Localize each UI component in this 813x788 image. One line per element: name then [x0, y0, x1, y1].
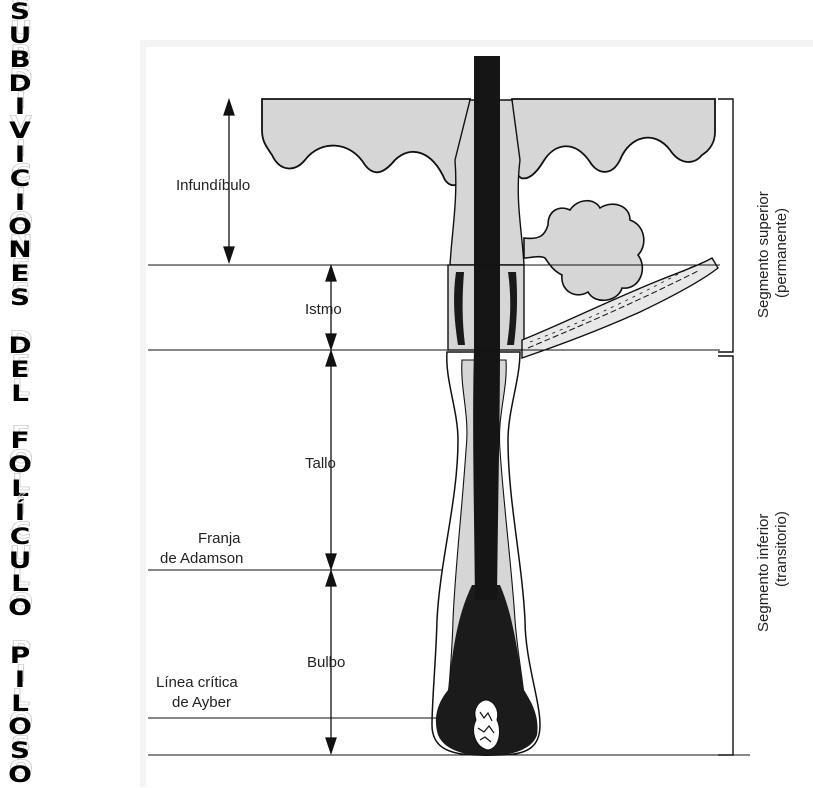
label-franja-line2: de Adamson: [160, 550, 243, 567]
dermal-papilla: [474, 700, 500, 750]
hair-shaft: [473, 56, 500, 600]
label-infundibulo: Infundíbulo: [176, 177, 250, 194]
label-segmento-inferior-line2: (transitorio): [773, 511, 790, 587]
label-tallo: Tallo: [305, 455, 336, 472]
label-segmento-superior-line1: Segmento superior: [755, 191, 772, 318]
label-segmento-superior-line2: (permanente): [773, 208, 790, 298]
label-linea-line1: Línea crítica: [156, 674, 238, 691]
label-istmo: Istmo: [305, 301, 342, 318]
label-segmento-inferior-line1: Segmento inferior: [755, 514, 772, 632]
label-bulbo: Bulbo: [307, 654, 345, 671]
label-franja-line1: Franja: [198, 530, 241, 547]
label-linea-line2: de Ayber: [172, 694, 231, 711]
